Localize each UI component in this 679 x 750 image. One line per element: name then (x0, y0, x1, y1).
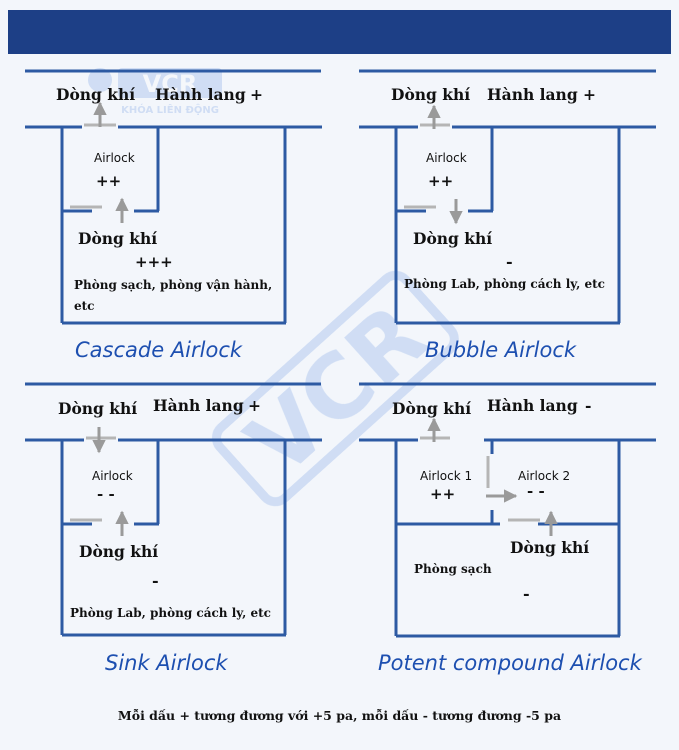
corridor-label: Hành lang (155, 85, 246, 104)
room-sign: +++ (135, 253, 173, 271)
airlock2-sign: - - (527, 482, 545, 500)
panel-bubble-airlock: Dòng khí Hành lang + Airlock ++ Dòng khí… (359, 69, 656, 362)
room-flow-label: Dòng khí (510, 538, 589, 557)
room-flow-label: Dòng khí (78, 229, 157, 248)
watermark-subtitle: KHÓA LIÊN ĐỘNG (121, 103, 219, 116)
airlock-label: Airlock (94, 151, 135, 165)
room-label: Phòng sạch (414, 562, 492, 576)
airlock-sign: ++ (96, 172, 121, 190)
corridor-label: Hành lang (487, 396, 578, 415)
room-label: Phòng Lab, phòng cách ly, etc (70, 606, 271, 620)
watermark-logo-small: VCR KHÓA LIÊN ĐỘNG (88, 68, 222, 116)
panel-title: Potent compound Airlock (378, 651, 643, 675)
corridor-sign: + (583, 85, 596, 104)
airlock2-label: Airlock 2 (518, 469, 570, 483)
panel-title: Sink Airlock (105, 651, 228, 675)
panel-title: Cascade Airlock (75, 338, 243, 362)
panel-sink-airlock: Dòng khí Hành lang + Airlock - - Dòng kh… (25, 382, 322, 675)
watermark-brand-small: VCR (143, 70, 198, 98)
corridor-flow-label: Dòng khí (392, 399, 471, 418)
panel-potent-compound-airlock: Dòng khí Hành lang - Airlock 1 ++ Airloc… (359, 382, 656, 675)
airlock1-sign: ++ (430, 485, 455, 503)
corridor-flow-label: Dòng khí (56, 85, 135, 104)
panel-cascade-airlock: Dòng khí Hành lang + Airlock ++ Dòng khí… (25, 69, 322, 362)
corridor-flow-label: Dòng khí (58, 399, 137, 418)
pressure-footnote: Mỗi dấu + tương đương với +5 pa, mỗi dấu… (117, 708, 562, 723)
corridor-sign: - (585, 396, 591, 415)
room-flow-label: Dòng khí (79, 542, 158, 561)
airlock-sign: ++ (428, 172, 453, 190)
airlock-label: Airlock (426, 151, 467, 165)
corridor-flow-label: Dòng khí (391, 85, 470, 104)
corridor-sign: + (250, 85, 263, 104)
room-label-line2: etc (74, 299, 94, 313)
airlock1-label: Airlock 1 (420, 469, 472, 483)
header-banner (8, 10, 671, 54)
airlock-sign: - - (97, 485, 115, 503)
room-sign: - (523, 584, 530, 603)
room-label: Phòng Lab, phòng cách ly, etc (404, 277, 605, 291)
room-sign: - (506, 252, 513, 271)
corridor-label: Hành lang (487, 85, 578, 104)
corridor-label: Hành lang (153, 396, 244, 415)
panel-title: Bubble Airlock (425, 338, 577, 362)
room-flow-label: Dòng khí (413, 229, 492, 248)
room-label: Phòng sạch, phòng vận hành, (74, 278, 272, 292)
watermark-brand-large: VCR (228, 285, 446, 496)
airlock-label: Airlock (92, 469, 133, 483)
corridor-sign: + (248, 396, 261, 415)
room-sign: - (152, 571, 159, 590)
